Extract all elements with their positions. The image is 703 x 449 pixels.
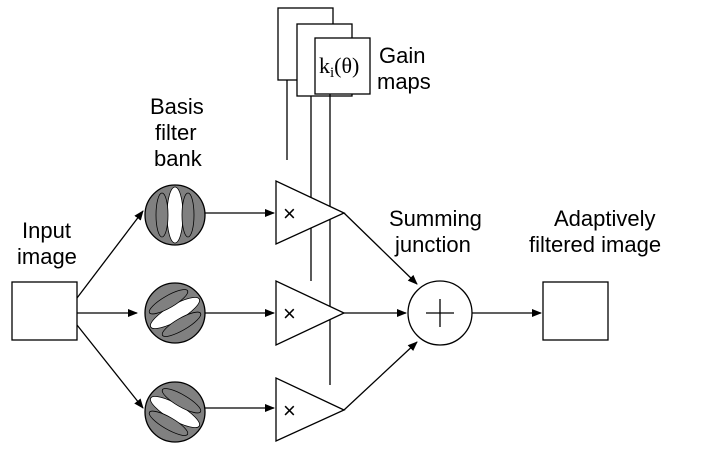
multiplier-top: × — [275, 179, 346, 246]
gain-label-line2: maps — [377, 69, 431, 94]
gain-maps-stack: ki(θ) — [277, 7, 371, 97]
basis-filter-diagonal-a — [144, 282, 206, 344]
multiply-symbol: × — [283, 398, 296, 423]
output-image-box — [542, 281, 609, 341]
sum-arrows — [343, 212, 418, 411]
input-arrows — [76, 210, 144, 409]
output-label-line1: Adaptively — [554, 206, 656, 231]
gain-wires — [286, 80, 331, 385]
basis-filter-diagonal-b — [144, 381, 206, 443]
gain-map-box-front — [314, 37, 371, 95]
multiplier-bottom: × — [275, 376, 346, 443]
input-label-line2: image — [17, 244, 77, 269]
basis-filter-vertical — [144, 184, 206, 246]
output-label-line2: filtered image — [529, 232, 661, 257]
basis-label-line1: Basis — [150, 94, 204, 119]
basis-label-line3: bank — [154, 146, 203, 171]
filter-arrows — [205, 209, 275, 412]
multiplier-middle: × — [275, 279, 346, 347]
summing-junction — [407, 280, 473, 346]
gain-function-label: ki(θ) — [319, 53, 359, 81]
basis-label-line2: filter — [155, 120, 197, 145]
summing-label-line1: Summing — [389, 206, 482, 231]
input-image-box — [11, 281, 78, 341]
input-label-line1: Input — [22, 218, 71, 243]
summing-label-line2: junction — [394, 232, 471, 257]
multiply-symbol: × — [283, 301, 296, 326]
gain-label-line1: Gain — [379, 43, 425, 68]
multiply-symbol: × — [283, 201, 296, 226]
